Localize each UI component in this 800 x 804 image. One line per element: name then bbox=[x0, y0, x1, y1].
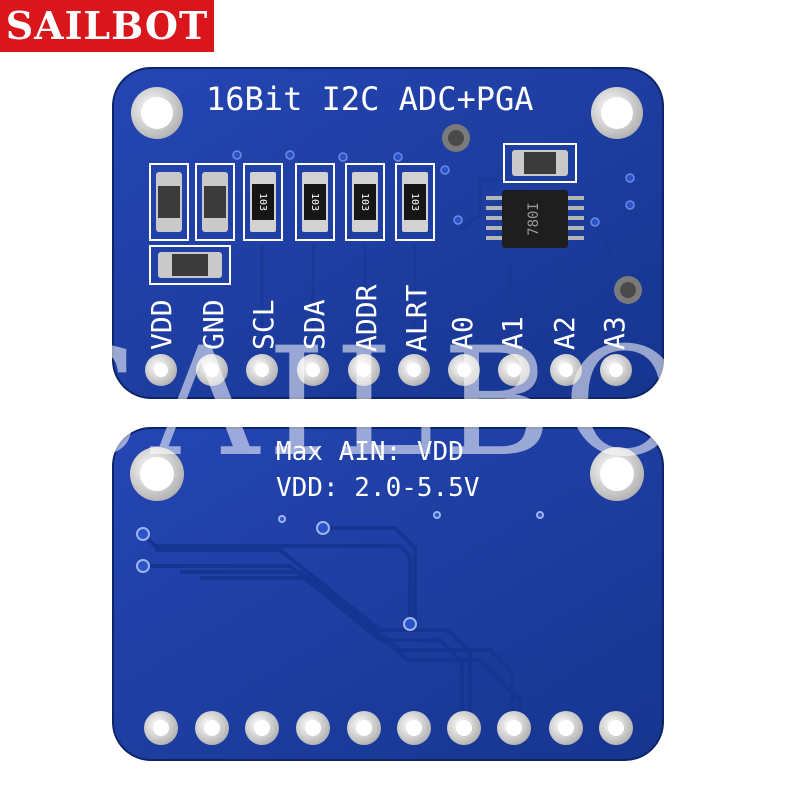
capacitor-c1 bbox=[149, 163, 189, 241]
resistor-r1: 103 bbox=[243, 163, 283, 241]
pin-label-a1: A1 bbox=[496, 316, 529, 350]
resistor-code-label: 103 bbox=[359, 193, 370, 211]
adc-chip: 780I bbox=[486, 190, 584, 248]
pin-label-a2: A2 bbox=[548, 316, 581, 350]
resistor-code-label: 103 bbox=[409, 193, 420, 211]
pin-label-scl: SCL bbox=[247, 299, 280, 350]
resistor-r4: 103 bbox=[395, 163, 435, 241]
resistor-code-label: 103 bbox=[309, 193, 320, 211]
pcb-back-board: Max AIN: VDD VDD: 2.0-5.5V bbox=[112, 427, 664, 761]
pin-label-addr: ADDR bbox=[350, 284, 383, 352]
resistor-r2: 103 bbox=[295, 163, 335, 241]
pcb-front-board: 16Bit I2C ADC+PGA bbox=[112, 67, 664, 399]
capacitor-c4 bbox=[503, 143, 577, 183]
back-silkscreen-line2: VDD: 2.0-5.5V bbox=[276, 473, 480, 503]
pin-label-a3: A3 bbox=[598, 316, 631, 350]
pin-label-vdd: VDD bbox=[145, 299, 178, 350]
board-title: 16Bit I2C ADC+PGA bbox=[206, 80, 534, 118]
resistor-code-label: 103 bbox=[257, 193, 268, 211]
capacitor-c3 bbox=[149, 245, 231, 285]
chip-marking: 780I bbox=[526, 202, 542, 236]
header-pads-back bbox=[144, 711, 633, 745]
header-pads-front bbox=[145, 354, 632, 386]
pin-label-sda: SDA bbox=[298, 299, 331, 350]
pin-label-a0: A0 bbox=[446, 316, 479, 350]
brand-logo-badge: SAILBOT bbox=[0, 0, 214, 52]
resistor-r3: 103 bbox=[345, 163, 385, 241]
capacitor-c2 bbox=[195, 163, 235, 241]
pin-label-alrt: ALRT bbox=[400, 284, 433, 352]
pin-labels: VDD GND SCL SDA ADDR ALRT A0 A1 A2 A3 bbox=[145, 284, 631, 352]
pin-label-gnd: GND bbox=[197, 299, 230, 350]
back-silkscreen-line1: Max AIN: VDD bbox=[276, 437, 464, 467]
